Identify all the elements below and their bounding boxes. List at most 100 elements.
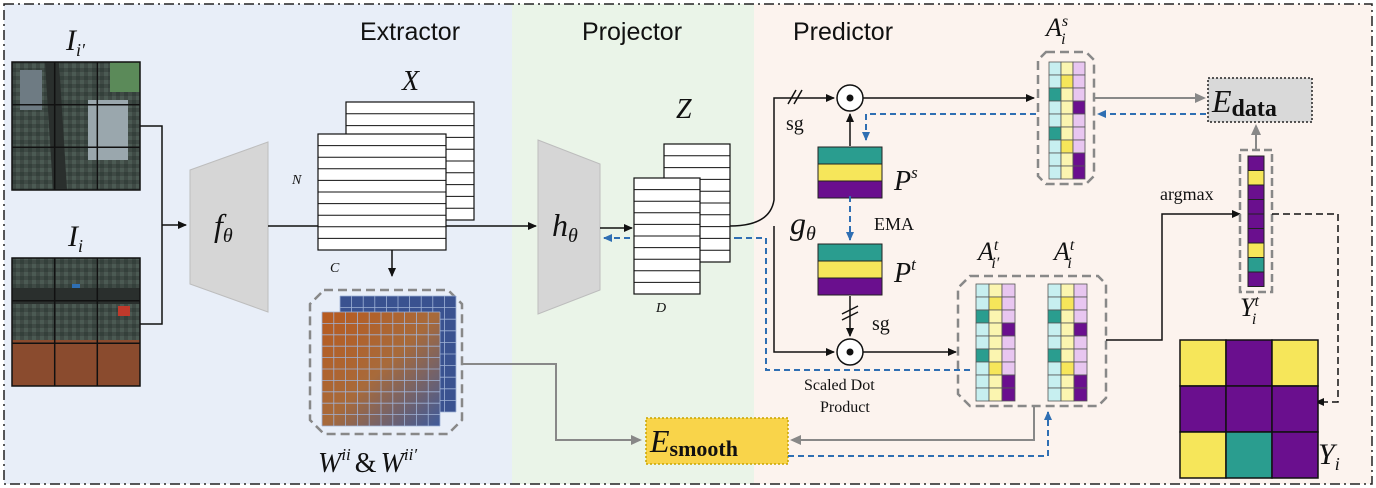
as-cell	[1060, 87, 1074, 102]
at-cell	[1073, 335, 1088, 350]
yt-cell	[1247, 242, 1265, 258]
as-cell	[1048, 126, 1062, 141]
at-to-yt-arrow	[1106, 210, 1241, 341]
at-cell	[1047, 361, 1062, 376]
feature-stack-z	[633, 143, 731, 295]
ps-row-purple	[817, 180, 883, 199]
at-prime-cell	[975, 374, 990, 389]
at-prime-cell	[975, 309, 990, 324]
at-prime-cell	[1001, 348, 1016, 363]
as-cell	[1072, 87, 1086, 102]
at-prime-cell	[1001, 335, 1016, 350]
at-cell	[1060, 309, 1075, 324]
y-cell	[1179, 431, 1227, 479]
at-cell	[1060, 387, 1075, 402]
as-cell	[1060, 126, 1074, 141]
gradient-to-ps-arrow	[862, 113, 1036, 141]
input-i-prime-label: Ii′	[65, 24, 86, 60]
dot-product-top	[836, 84, 864, 112]
at-cell	[1073, 387, 1088, 402]
projector-title: Projector	[582, 18, 682, 46]
w-label: Wii&Wii′	[318, 445, 417, 479]
at-prime-cell	[1001, 374, 1016, 389]
at-cell	[1047, 374, 1062, 389]
yt-cell	[1247, 213, 1265, 229]
at-prime-cell	[975, 283, 990, 298]
as-cell	[1072, 165, 1086, 180]
ema-label: EMA	[874, 214, 914, 234]
as-cell	[1048, 165, 1062, 180]
at-cell	[1060, 335, 1075, 350]
pt-label: Pt	[893, 255, 917, 289]
assignment-matrix-as	[1036, 50, 1096, 186]
at-prime-cell	[1001, 387, 1016, 402]
at-cell	[1073, 309, 1088, 324]
d-label: D	[655, 301, 666, 316]
sg-bottom-ticks	[841, 305, 859, 321]
h-theta-label: hθ	[552, 207, 578, 247]
at-cell	[1060, 348, 1075, 363]
z-label: Z	[676, 94, 692, 125]
at-cell	[1060, 296, 1075, 311]
argmax-label: argmax	[1160, 184, 1214, 204]
predictor-title: Predictor	[793, 18, 893, 46]
as-cell	[1060, 113, 1074, 128]
loss-e-data	[1207, 77, 1313, 123]
w-to-esmooth-arrow	[462, 363, 642, 445]
at-prime-cell	[975, 348, 990, 363]
as-cell	[1072, 139, 1086, 154]
outer-border	[3, 3, 1373, 485]
at-prime-cell	[988, 309, 1003, 324]
input-i-label: Ii	[67, 220, 83, 256]
at-cell	[1047, 296, 1062, 311]
as-cell	[1060, 74, 1074, 89]
as-cell	[1060, 165, 1074, 180]
at-cell	[1047, 335, 1062, 350]
at-cell	[1047, 387, 1062, 402]
as-cell	[1072, 100, 1086, 115]
projector-h-theta	[537, 139, 601, 315]
esmooth-gradient-arrow	[788, 411, 1052, 457]
at-prime-cell	[975, 361, 990, 376]
as-cell	[1060, 139, 1074, 154]
at-prime-cell	[1001, 361, 1016, 376]
y-cell	[1271, 385, 1319, 433]
as-cell	[1048, 152, 1062, 167]
at-prime-cell	[988, 348, 1003, 363]
as-cell	[1048, 113, 1062, 128]
as-cell	[1060, 152, 1074, 167]
at-cell	[1073, 361, 1088, 376]
pt-row-purple	[817, 277, 883, 296]
yt-cell	[1247, 271, 1265, 287]
at-cell	[1073, 374, 1088, 389]
at-prime-cell	[975, 322, 990, 337]
at-prime-cell	[988, 283, 1003, 298]
as-cell	[1072, 126, 1086, 141]
as-cell	[1072, 61, 1086, 76]
at-prime-cell	[988, 296, 1003, 311]
at-cell	[1060, 374, 1075, 389]
as-cell	[1072, 113, 1086, 128]
at-prime-cell	[975, 335, 990, 350]
scaled-dot-label-1: Scaled Dot	[804, 377, 875, 394]
as-cell	[1048, 139, 1062, 154]
as-cell	[1072, 74, 1086, 89]
ps-row-yellow	[817, 163, 883, 182]
pt-row-teal	[817, 243, 883, 262]
as-cell	[1048, 74, 1062, 89]
assignment-block-at	[956, 274, 1108, 408]
y-label: Yi	[1318, 438, 1340, 474]
at-prime-cell	[1001, 283, 1016, 298]
x-label: X	[401, 66, 420, 97]
y-cell	[1179, 339, 1227, 387]
affinity-matrix-w	[308, 288, 464, 436]
input-merge-lines	[140, 125, 187, 325]
as-cell	[1072, 152, 1086, 167]
at-cell	[1060, 283, 1075, 298]
e-smooth-label: Esmooth	[649, 423, 738, 461]
y-cell	[1225, 431, 1273, 479]
